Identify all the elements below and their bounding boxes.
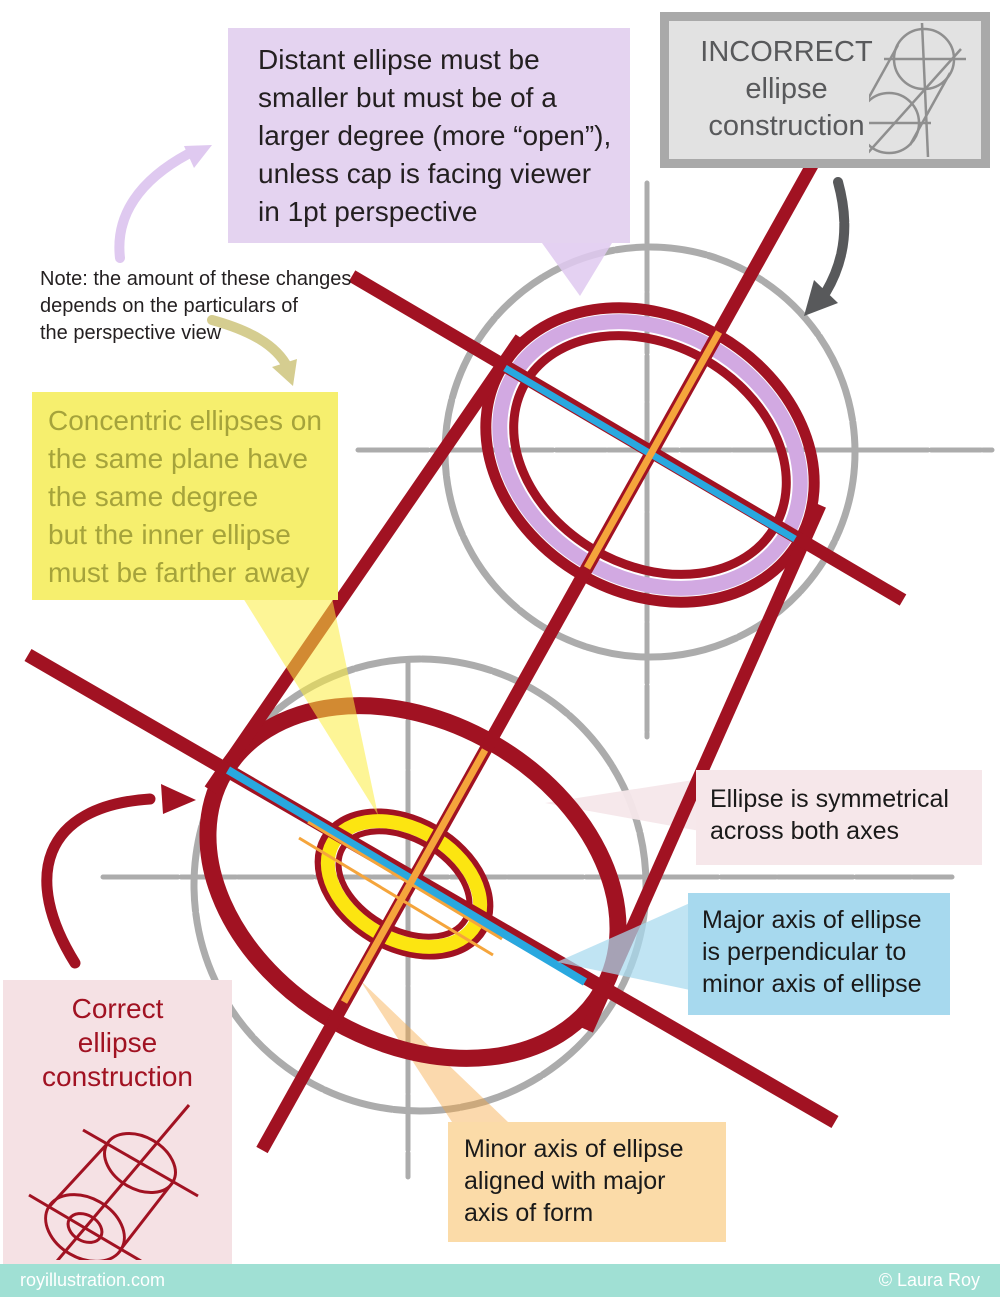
red-arrowhead-icon [161, 784, 196, 814]
footer-credit: © Laura Roy [878, 1270, 980, 1290]
callout-distant-ellipse: Distant ellipse must be smaller but must… [228, 28, 630, 243]
footer-site-link[interactable]: royillustration.com [20, 1270, 166, 1290]
callout-minor-axis: Minor axis of ellipse aligned with major… [448, 1122, 726, 1242]
gray-curved-arrow [821, 177, 850, 297]
minor-axis-orange-near [340, 748, 489, 1004]
callout-line: unless cap is facing viewer [258, 158, 592, 189]
inner-major-guide-b [298, 836, 494, 957]
tan-curved-arrow [207, 315, 293, 373]
red-curved-arrow [41, 793, 156, 969]
incorrect-label: INCORRECT ellipse construction [700, 36, 873, 142]
inner-major-guide-a [307, 820, 503, 941]
tan-arrowhead-icon [272, 359, 297, 386]
callout-incorrect: INCORRECT ellipse construction [660, 12, 990, 168]
callout-line: larger degree (more “open”), [258, 120, 612, 151]
connector-wedge-purple [542, 243, 612, 296]
gray-arrowhead-icon [804, 280, 838, 316]
callout-line: smaller but must be of a [258, 82, 557, 113]
lavender-arrowhead-icon [184, 145, 212, 168]
connector-wedge-yellow [243, 598, 378, 815]
lavender-curved-arrow [114, 149, 193, 263]
callout-symmetrical: Ellipse is symmetrical across both axes [696, 770, 982, 865]
footer: royillustration.com © Laura Roy [0, 1264, 1000, 1297]
sketch-construction [100, 180, 995, 1180]
connector-wedge-blue [557, 903, 690, 990]
callout-correct: Correct ellipse construction [3, 980, 232, 1264]
note-text: Note: the amount of these changes depend… [40, 268, 352, 344]
axis-lines [24, 156, 907, 1154]
correct-sketch-icon [28, 1104, 199, 1260]
callout-concentric: Concentric ellipses on the same plane ha… [32, 392, 338, 600]
cylinder-side-left [204, 334, 527, 794]
major-axis-blue-near [225, 766, 588, 986]
incorrect-sketch-icon [869, 22, 966, 158]
callout-line: Distant ellipse must be [258, 44, 540, 75]
minor-axis-orange-far [583, 330, 723, 570]
arrows [41, 145, 850, 969]
connector-wedge-pink [545, 779, 700, 831]
callout-major-axis: Major axis of ellipse is perpendicular t… [688, 893, 950, 1015]
callout-line: in 1pt perspective [258, 196, 478, 227]
